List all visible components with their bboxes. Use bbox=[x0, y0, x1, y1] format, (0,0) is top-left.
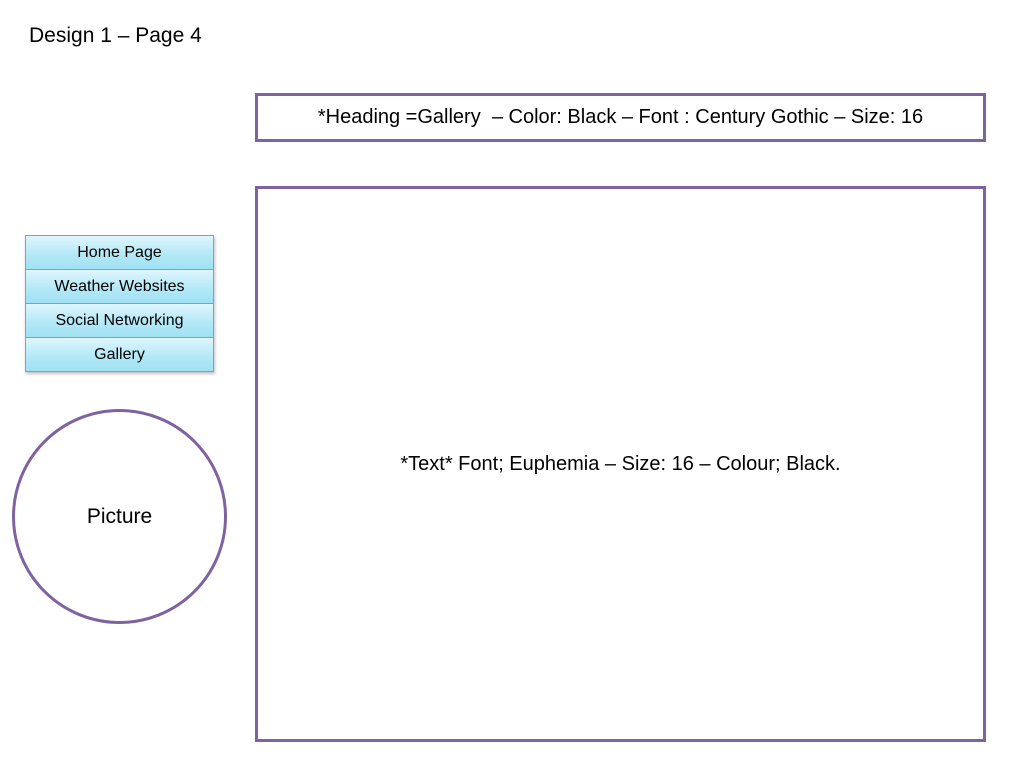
picture-placeholder: Picture bbox=[12, 409, 227, 624]
nav-item-label: Gallery bbox=[94, 345, 145, 363]
navigation-menu: Home Page Weather Websites Social Networ… bbox=[25, 235, 214, 372]
nav-item-social-networking[interactable]: Social Networking bbox=[25, 304, 214, 338]
picture-label: Picture bbox=[86, 504, 153, 528]
content-placeholder-box: *Text* Font; Euphemia – Size: 16 – Colou… bbox=[255, 186, 986, 742]
nav-item-label: Home Page bbox=[77, 243, 162, 261]
heading-placeholder-box: *Heading =Gallery – Color: Black – Font … bbox=[255, 93, 986, 142]
nav-item-weather-websites[interactable]: Weather Websites bbox=[25, 270, 214, 304]
nav-item-label: Social Networking bbox=[55, 311, 184, 329]
nav-item-home-page[interactable]: Home Page bbox=[25, 235, 214, 270]
nav-item-label: Weather Websites bbox=[54, 277, 185, 295]
page-title: Design 1 – Page 4 bbox=[29, 24, 202, 47]
content-spec-text: *Text* Font; Euphemia – Size: 16 – Colou… bbox=[400, 452, 841, 475]
nav-item-gallery[interactable]: Gallery bbox=[25, 338, 214, 372]
heading-spec-text: *Heading =Gallery – Color: Black – Font … bbox=[317, 106, 924, 128]
